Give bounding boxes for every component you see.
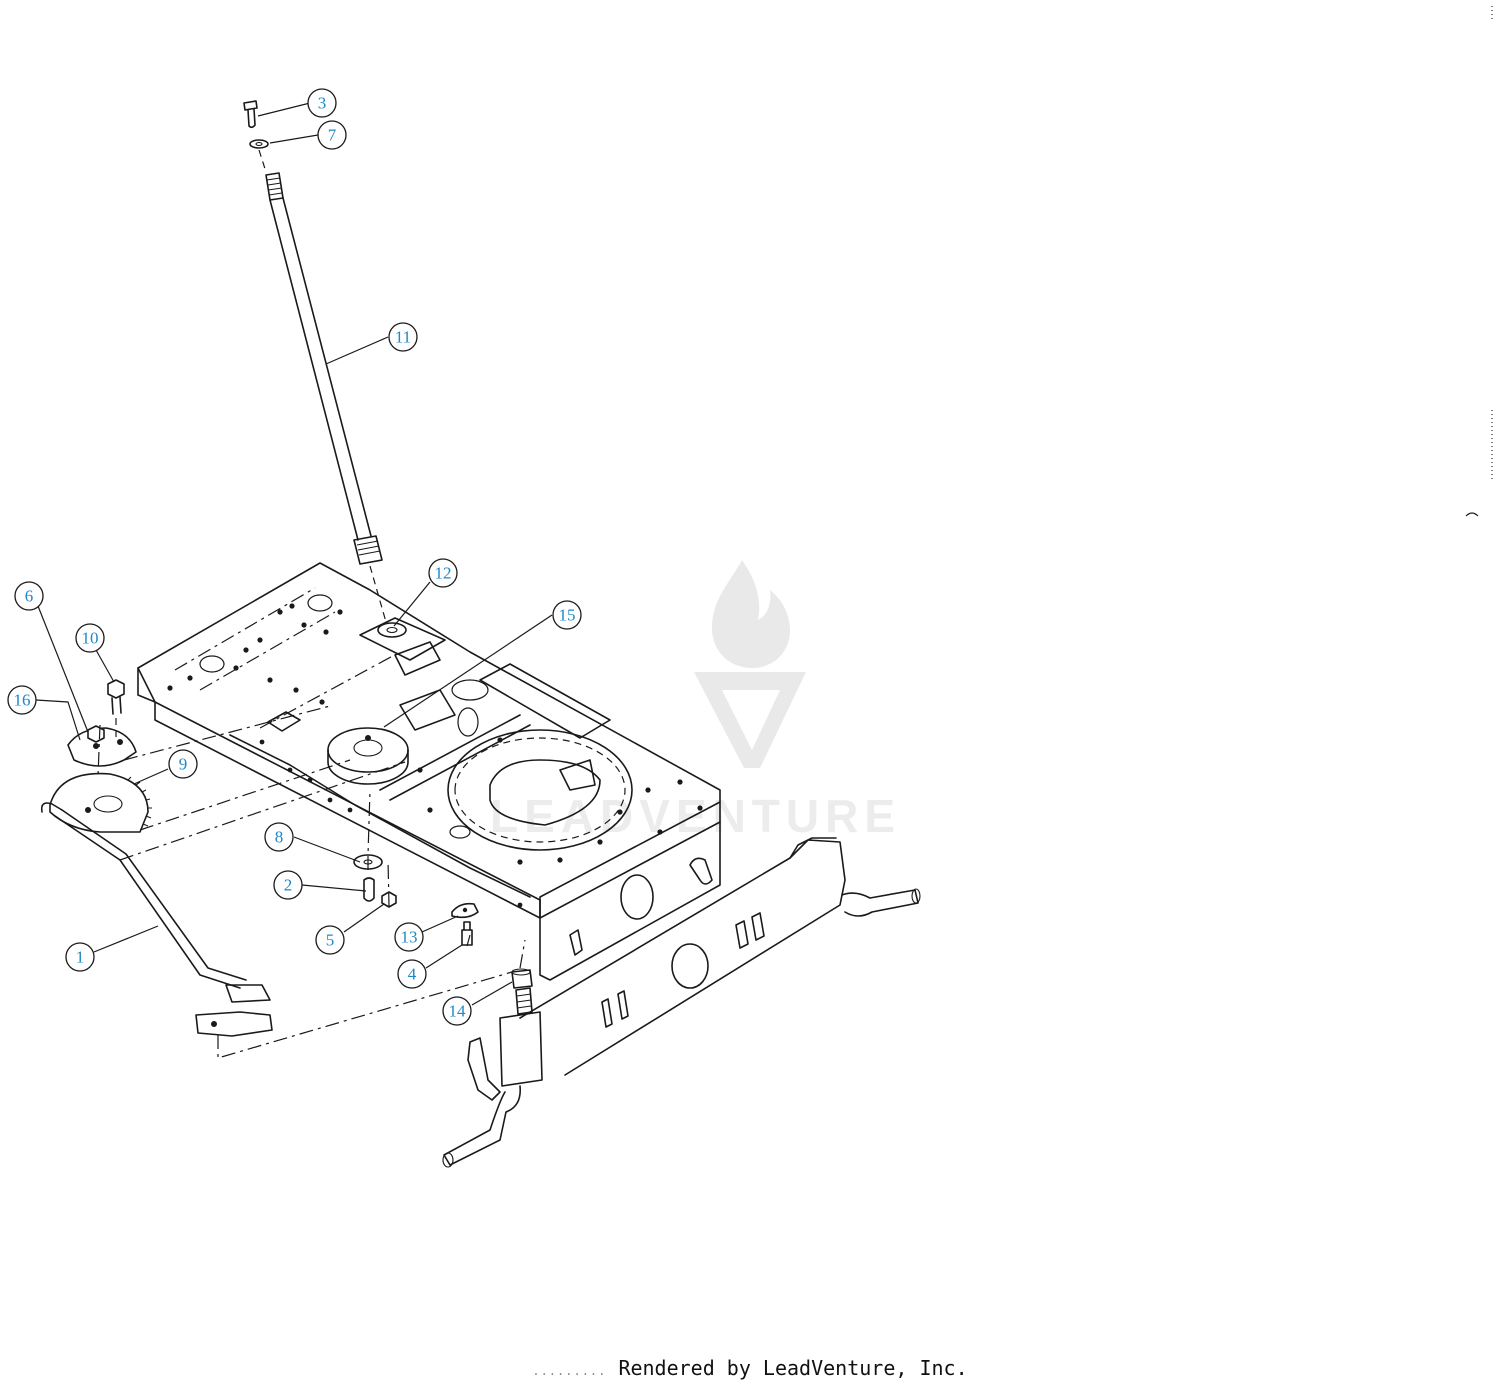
sector-gear-part-9 — [49, 772, 152, 833]
callout-12: 12 — [428, 558, 458, 588]
callout-15: 15 — [552, 600, 582, 630]
chassis-frame — [137, 562, 721, 981]
screw-part-3 — [243, 100, 258, 129]
edge-marks — [1465, 6, 1493, 517]
bushing-part-14 — [511, 968, 533, 989]
front-axle — [519, 837, 921, 1076]
footer-credit: Rendered by LeadVenture, Inc. — [618, 1356, 968, 1380]
callout-11: 11 — [388, 322, 418, 352]
nut-part-6 — [87, 725, 105, 743]
bushing-part-12 — [377, 622, 407, 638]
callout-1: 1 — [65, 942, 95, 972]
svg-text:7: 7 — [328, 126, 337, 145]
callout-13: 13 — [394, 922, 424, 952]
svg-text:14: 14 — [449, 1002, 467, 1021]
svg-text:16: 16 — [14, 691, 31, 710]
svg-text:5: 5 — [326, 931, 335, 950]
callout-8: 8 — [264, 822, 294, 852]
drag-link-part-1 — [40, 802, 273, 1037]
pinion-gear-part-15 — [327, 727, 409, 785]
leader-lines — [35, 102, 553, 1006]
callout-10: 10 — [75, 623, 105, 653]
svg-text:2: 2 — [284, 876, 293, 895]
callout-2: 2 — [273, 870, 303, 900]
phantom-lines — [97, 705, 526, 1059]
steering-shaft-part-11 — [265, 172, 383, 565]
callout-5: 5 — [315, 925, 345, 955]
svg-text:3: 3 — [318, 94, 327, 113]
svg-text:8: 8 — [275, 828, 284, 847]
watermark-logo-icon — [694, 560, 806, 768]
callout-14: 14 — [442, 996, 472, 1026]
svg-text:9: 9 — [179, 755, 188, 774]
callout-16: 16 — [7, 685, 37, 715]
gear-plate-part-16 — [67, 727, 137, 767]
svg-text:10: 10 — [82, 629, 99, 648]
svg-text:1: 1 — [76, 948, 85, 967]
callout-7: 7 — [317, 120, 347, 150]
callout-6: 6 — [14, 581, 44, 611]
footer-dots: ......... — [532, 1364, 607, 1378]
bolt-part-10 — [107, 679, 125, 715]
svg-text:11: 11 — [395, 328, 411, 347]
svg-text:12: 12 — [435, 564, 452, 583]
callout-9: 9 — [168, 749, 198, 779]
bolt-part-4 — [461, 921, 473, 946]
spindle-left — [442, 987, 543, 1168]
svg-text:4: 4 — [408, 965, 417, 984]
callout-4: 4 — [397, 959, 427, 989]
washer-part-7 — [249, 139, 269, 149]
svg-text:13: 13 — [401, 928, 418, 947]
washer-part-13 — [451, 902, 479, 919]
bolt-part-2 — [363, 877, 375, 902]
svg-text:15: 15 — [559, 606, 576, 625]
callout-3: 3 — [307, 88, 337, 118]
footer: ......... Rendered by LeadVenture, Inc. — [0, 1356, 1500, 1380]
svg-text:6: 6 — [25, 587, 34, 606]
